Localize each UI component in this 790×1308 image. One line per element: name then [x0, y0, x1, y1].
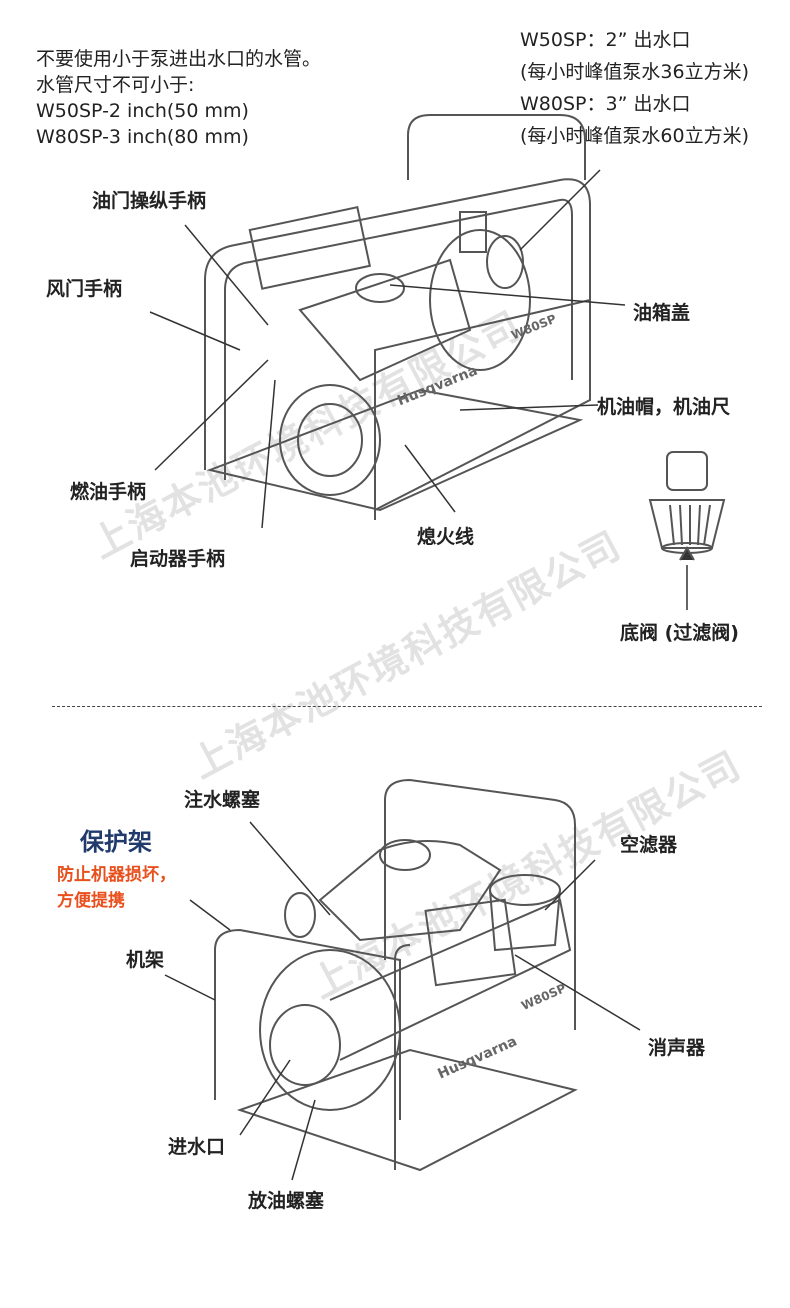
label-starter-handle: 启动器手柄 — [130, 548, 226, 570]
outlet-spec-line: W50SP：2” 出水口 — [520, 29, 691, 51]
outlet-spec-line: (每小时峰值泵水60立方米) — [520, 125, 750, 147]
hose-warning-line: W80SP-3 inch(80 mm) — [36, 126, 249, 148]
label-frame: 机架 — [126, 949, 165, 971]
label-fuel-cap: 油箱盖 — [633, 302, 691, 324]
hose-warning-line: W50SP-2 inch(50 mm) — [36, 100, 249, 122]
label-muffler: 消声器 — [648, 1037, 706, 1059]
outlet-specs: W50SP：2” 出水口 (每小时峰值泵水36立方米) W80SP：3” 出水口… — [520, 24, 749, 152]
leader-lines-bottom — [164, 821, 641, 1181]
label-fuel-valve: 燃油手柄 — [70, 481, 147, 503]
label-stop-wire: 熄火线 — [417, 526, 475, 548]
label-drain-plug: 放油螺塞 — [248, 1190, 325, 1212]
guard-desc-line: 方便提携 — [57, 891, 125, 911]
foot-valve-drawing — [648, 451, 726, 561]
guard-title: 保护架 — [80, 828, 152, 856]
pump-bottom-drawing — [214, 778, 578, 1172]
label-choke-lever: 风门手柄 — [46, 278, 123, 300]
label-priming-plug: 注水螺塞 — [184, 789, 261, 811]
pump-top-drawing — [204, 114, 591, 520]
hose-warning-line: 不要使用小于泵进出水口的水管。 — [36, 48, 322, 70]
label-inlet: 进水口 — [168, 1136, 226, 1158]
label-foot-valve: 底阀 (过滤阀) — [620, 622, 739, 644]
hose-warning: 不要使用小于泵进出水口的水管。 水管尺寸不可小于: W50SP-2 inch(5… — [36, 46, 321, 150]
outlet-spec-line: W80SP：3” 出水口 — [520, 93, 691, 115]
guard-desc-line: 防止机器损坏， — [57, 865, 176, 885]
outlet-spec-line: (每小时峰值泵水36立方米) — [520, 61, 750, 83]
hose-warning-line: 水管尺寸不可小于: — [36, 74, 195, 96]
label-air-filter: 空滤器 — [620, 834, 678, 856]
leader-lines-top — [149, 169, 688, 610]
section-divider — [52, 706, 762, 707]
label-oil-cap: 机油帽，机油尺 — [597, 396, 731, 418]
guard-description: 防止机器损坏， 方便提携 — [57, 862, 176, 914]
label-throttle-lever: 油门操纵手柄 — [92, 190, 207, 212]
